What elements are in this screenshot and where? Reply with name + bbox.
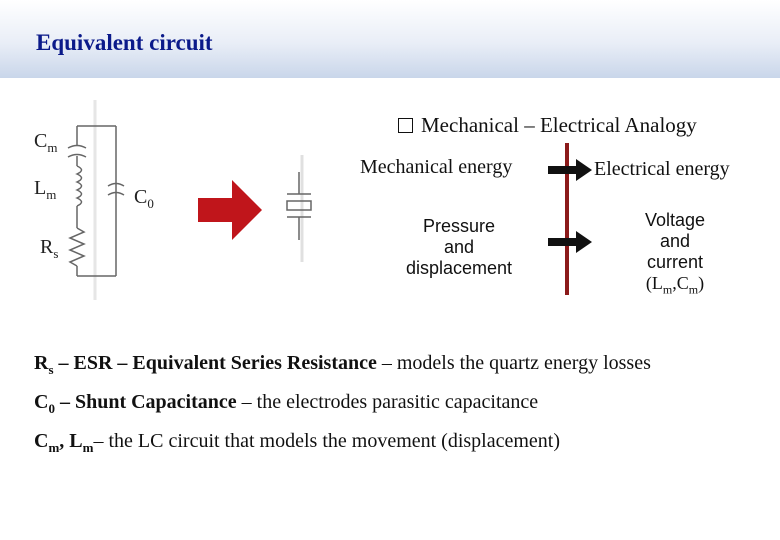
c0-plate-top — [107, 182, 125, 187]
rs-resistor-zigzag — [68, 227, 86, 267]
mechanical-energy-heading: Mechanical energy — [360, 156, 513, 178]
note-cm-lm: Cm, Lm– the LC circuit that models the m… — [34, 430, 561, 455]
crystal-body — [286, 200, 312, 211]
lm-label: Lm — [34, 177, 57, 202]
note-rs: Rs – ESR – Equivalent Series Resistance … — [34, 352, 651, 377]
electrical-energy-heading: Electrical energy — [594, 158, 730, 180]
slide-header-band — [0, 0, 780, 78]
red-right-arrow — [198, 180, 262, 240]
electrical-quantity: Voltage and current (Lm,Cm) — [624, 210, 726, 301]
electrical-params: (Lm,Cm) — [645, 273, 705, 297]
note-c0: C0 – Shunt Capacitance – the electrodes … — [34, 391, 539, 416]
mechanical-quantity: Pressure and displacement — [405, 216, 513, 278]
slide-title: Equivalent circuit — [36, 30, 213, 55]
checkbox-bullet-icon — [398, 118, 413, 133]
c0-plate-bottom — [107, 191, 125, 196]
energy-arrow — [548, 159, 592, 181]
cm-plate-top — [67, 144, 87, 149]
lm-inductor-coil — [75, 165, 83, 207]
c0-label: C0 — [134, 186, 154, 211]
cm-label: Cm — [34, 130, 58, 155]
rs-label: Rs — [40, 236, 59, 261]
quantity-arrow — [548, 231, 592, 253]
cm-plate-bottom — [67, 153, 87, 158]
analogy-heading: Mechanical – Electrical Analogy — [398, 113, 697, 138]
